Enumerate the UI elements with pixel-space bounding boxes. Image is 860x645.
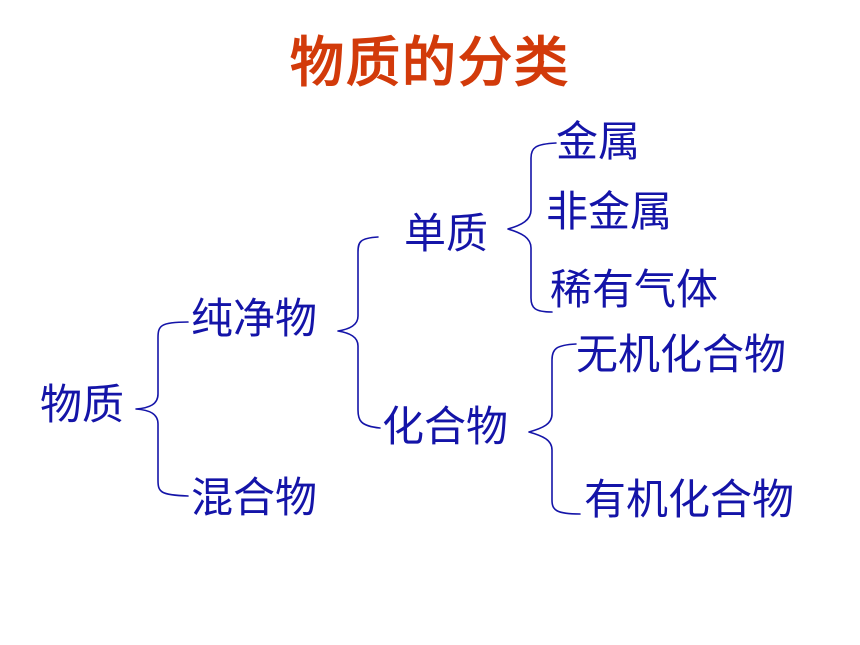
node-mixture: 混合物 [191,473,318,522]
node-pure-substance: 纯净物 [191,294,318,343]
node-root: 物质 [40,380,125,429]
brace-element [507,142,557,313]
title: 物质的分类 [290,31,570,94]
node-inorganic-compound: 无机化合物 [576,330,787,379]
node-nonmetal: 非金属 [546,187,673,236]
node-metal: 金属 [556,117,641,166]
node-organic-compound: 有机化合物 [584,475,795,524]
brace-root [135,321,189,497]
node-noble-gas: 稀有气体 [550,265,719,314]
brace-pure [337,236,381,429]
brace-compound [528,343,581,515]
node-compound: 化合物 [382,402,509,451]
node-element: 单质 [404,209,489,258]
